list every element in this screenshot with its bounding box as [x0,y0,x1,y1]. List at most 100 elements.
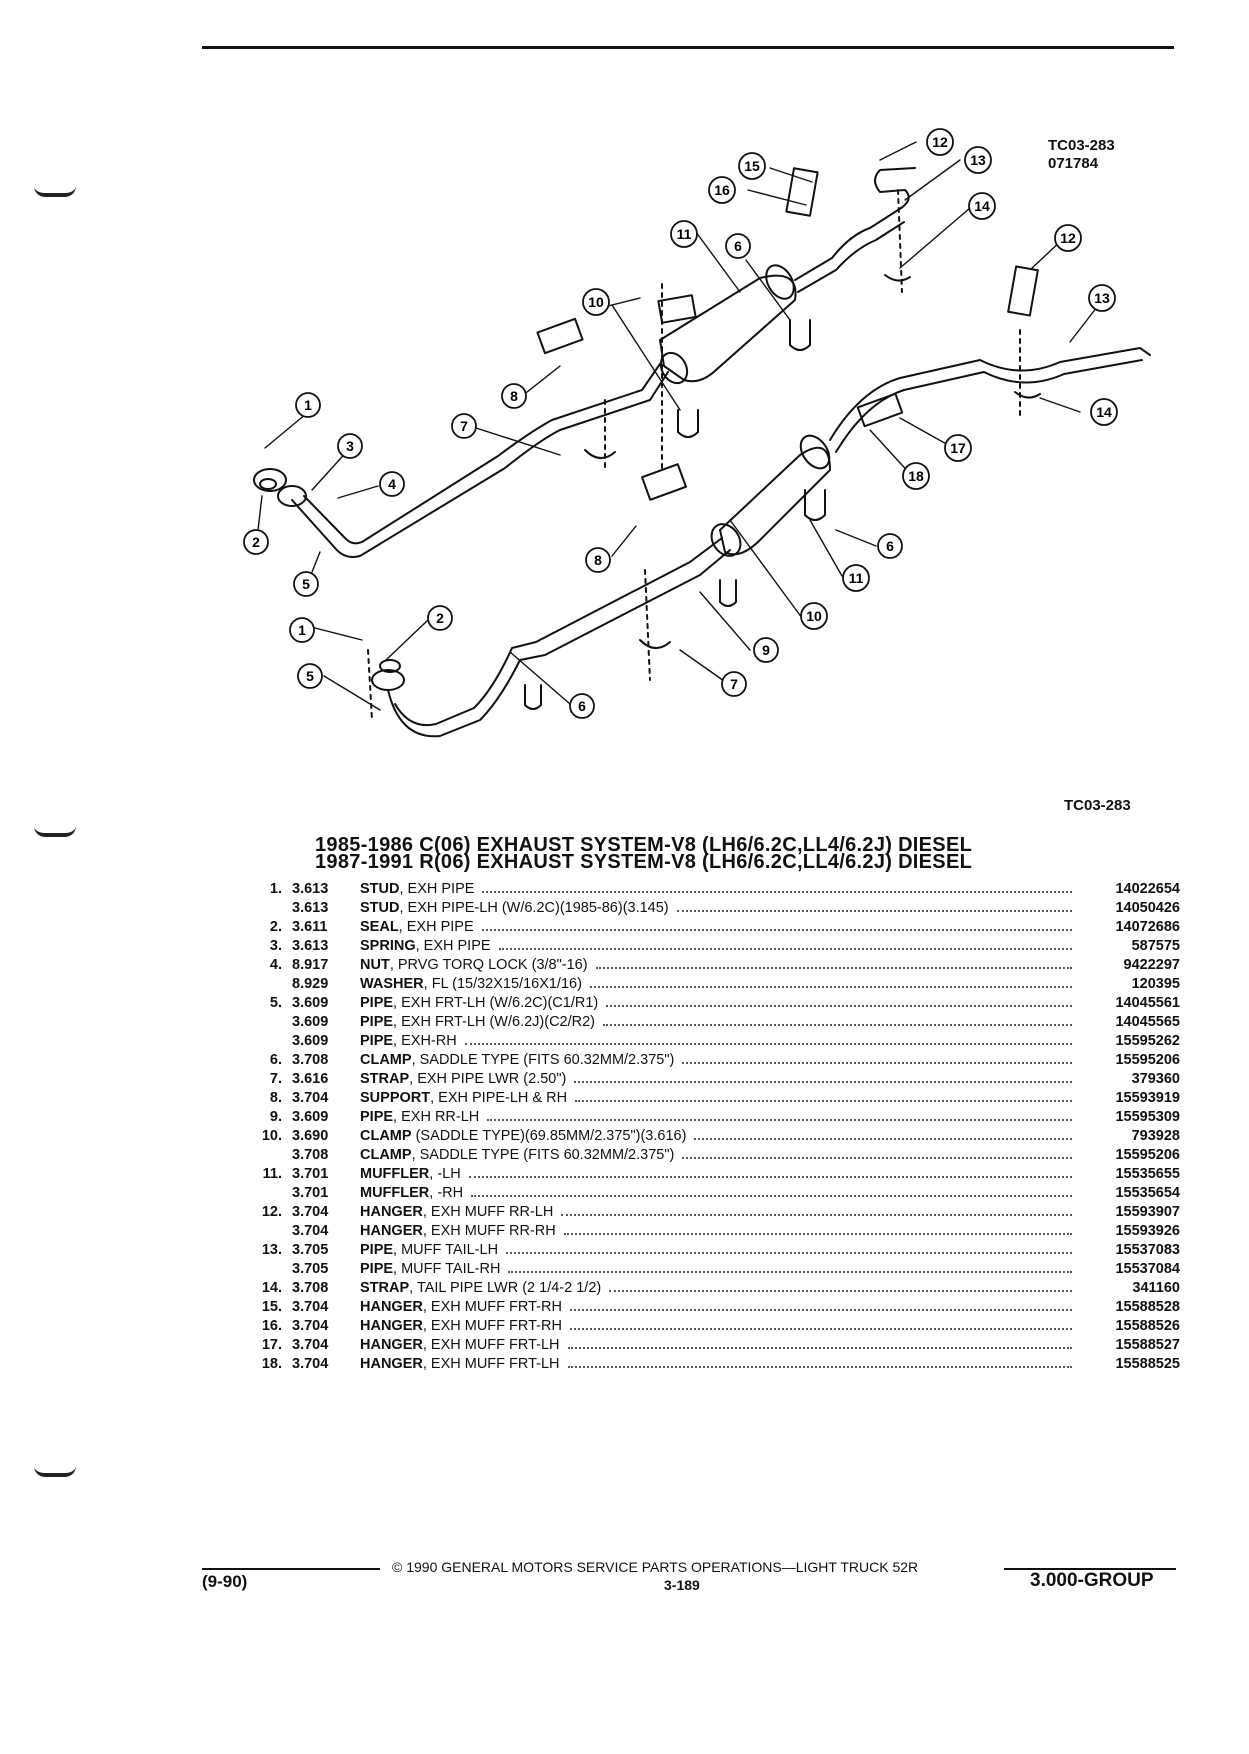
part-name: STUD [360,881,400,897]
dot-leader [603,1013,1072,1026]
svg-text:8: 8 [510,388,518,404]
part-number: 15537083 [1115,1242,1180,1258]
footer-copyright: © 1990 GENERAL MOTORS SERVICE PARTS OPER… [392,1559,919,1575]
part-name: PIPE [360,1033,394,1049]
catalog-code: 3.609 [292,1033,329,1049]
item-number: 6. [269,1052,282,1068]
part-number: 15535654 [1115,1185,1180,1201]
catalog-code: 3.701 [292,1166,329,1182]
part-detail: , PRVG TORQ LOCK (3/8"-16) [389,957,588,973]
callout-13: 13 [964,146,992,174]
part-number: 379360 [1131,1071,1180,1087]
part-name: STRAP [360,1071,410,1087]
svg-text:14: 14 [1096,404,1112,420]
part-name: CLAMP [360,1147,412,1163]
svg-text:1: 1 [304,397,312,413]
part-detail: , EXH PIPE-LH & RH [430,1090,568,1106]
binder-hole-mark [34,826,76,837]
dot-leader [482,880,1072,893]
svg-text:6: 6 [734,238,742,254]
part-description: CLAMP (SADDLE TYPE)(69.85MM/2.375")(3.61… [360,1127,686,1146]
item-number: 16. [261,1318,282,1334]
part-name: NUT [360,957,390,973]
callout-7: 7 [721,671,747,697]
item-number: 13. [261,1242,282,1258]
callout-17: 17 [944,434,972,462]
figure-ref-code: TC03-283 [1048,137,1115,154]
part-name: PIPE [360,995,394,1011]
dot-leader [575,1089,1072,1102]
callout-3: 3 [337,433,363,459]
part-detail: , EXH MUFF FRT-LH [422,1356,560,1372]
dot-leader [676,899,1072,912]
part-number: 15595206 [1115,1147,1180,1163]
part-number: 587575 [1131,938,1180,954]
part-number: 14050426 [1115,900,1180,916]
muffler-lh [659,274,797,383]
dot-leader [574,1070,1072,1083]
svg-text:12: 12 [1060,230,1076,246]
catalog-code: 3.613 [292,900,329,916]
part-number: 15588525 [1115,1356,1180,1372]
part-detail: , EXH PIPE [399,881,475,897]
part-number: 15595206 [1115,1052,1180,1068]
muffler-rh [719,446,831,556]
catalog-code: 8.929 [292,976,329,992]
part-number: 14045561 [1115,995,1180,1011]
svg-text:14: 14 [974,198,990,214]
catalog-code: 3.705 [292,1242,329,1258]
part-detail: , FL (15/32X15/16X1/16) [423,976,582,992]
dot-leader [569,1298,1072,1311]
callout-16: 16 [708,176,736,204]
dot-leader [498,937,1072,950]
part-description: HANGER, EXH MUFF FRT-LH [360,1336,560,1355]
dot-leader [682,1146,1072,1159]
svg-text:12: 12 [932,134,948,150]
part-detail: , -RH [429,1185,464,1201]
part-number: 15588526 [1115,1318,1180,1334]
part-name: HANGER [360,1223,423,1239]
callout-8: 8 [585,547,611,573]
svg-text:18: 18 [908,468,924,484]
svg-text:16: 16 [714,182,730,198]
callout-10: 10 [582,288,610,316]
part-number: 9422297 [1123,957,1180,973]
dot-leader [468,1165,1072,1178]
part-detail: , EXH MUFF FRT-RH [422,1299,562,1315]
callout-6: 6 [569,693,595,719]
catalog-code: 3.704 [292,1356,329,1372]
catalog-code: 3.701 [292,1185,329,1201]
svg-text:6: 6 [886,538,894,554]
callout-11: 11 [670,220,698,248]
svg-text:2: 2 [436,610,444,626]
front-pipe-lh [291,371,669,558]
item-number: 8. [269,1090,282,1106]
part-number: 15593919 [1115,1090,1180,1106]
callout-5: 5 [297,663,323,689]
part-description: HANGER, EXH MUFF RR-LH [360,1203,553,1222]
dot-leader [682,1051,1072,1064]
part-name: HANGER [360,1204,423,1220]
part-description: CLAMP, SADDLE TYPE (FITS 60.32MM/2.375") [360,1146,674,1165]
footer-page-number: 3-189 [664,1577,700,1593]
footer-group: 3.000-GROUP [1030,1570,1154,1591]
item-number: 5. [269,995,282,1011]
part-description: PIPE, EXH-RH [360,1032,457,1051]
callout-4: 4 [379,471,405,497]
part-name: CLAMP [360,1128,412,1144]
part-detail: , EXH-RH [393,1033,457,1049]
item-number: 9. [269,1109,282,1125]
catalog-code: 3.705 [292,1261,329,1277]
callout-2: 2 [243,529,269,555]
part-detail: , EXH PIPE [415,938,491,954]
